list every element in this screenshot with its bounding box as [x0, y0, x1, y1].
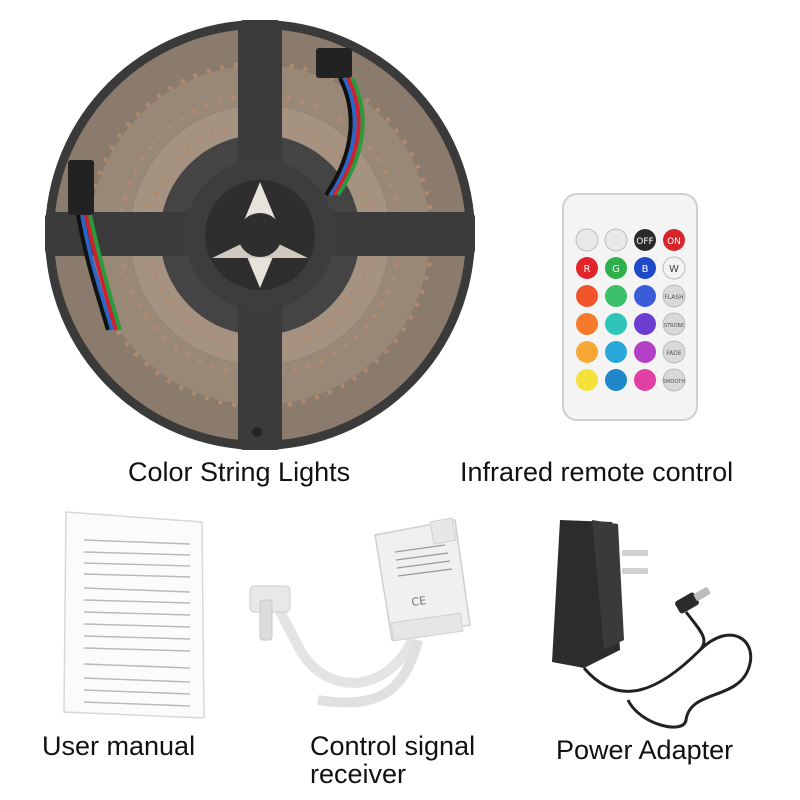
power-adapter [552, 520, 753, 729]
remote-control: OFF ON R G B W FLASH STROBE FADE SMOOTH [562, 193, 698, 421]
led-strip-reel [45, 20, 475, 450]
svg-text:CE: CE [411, 594, 427, 609]
caption-color-string-lights: Color String Lights [128, 457, 351, 487]
remote-g-label: G [612, 264, 620, 275]
connector-right-icon [316, 48, 352, 78]
remote-smooth-label: SMOOTH [663, 379, 685, 385]
remote-on-label: ON [667, 237, 681, 247]
caption-control-signal-line1: Control signal [310, 731, 476, 761]
remote-strobe-label: STROBE [664, 323, 684, 329]
user-manual [63, 511, 205, 719]
remote-b-label: B [642, 264, 649, 275]
caption-power-adapter: Power Adapter [556, 735, 734, 765]
remote-r-label: R [584, 264, 591, 275]
remote-w-label: W [669, 264, 679, 275]
remote-off-label: OFF [636, 237, 653, 247]
remote-fade-label: FADE [666, 350, 682, 357]
caption-infrared-remote-control: Infrared remote control [460, 457, 734, 487]
caption-user-manual: User manual [42, 731, 196, 761]
remote-flash-label: FLASH [664, 294, 683, 301]
caption-control-signal-line2: receiver [310, 759, 407, 790]
caption-control-signal-receiver: Control signal receiver [310, 732, 475, 789]
control-signal-receiver: CE [249, 517, 471, 708]
connector-left-icon [68, 160, 94, 215]
